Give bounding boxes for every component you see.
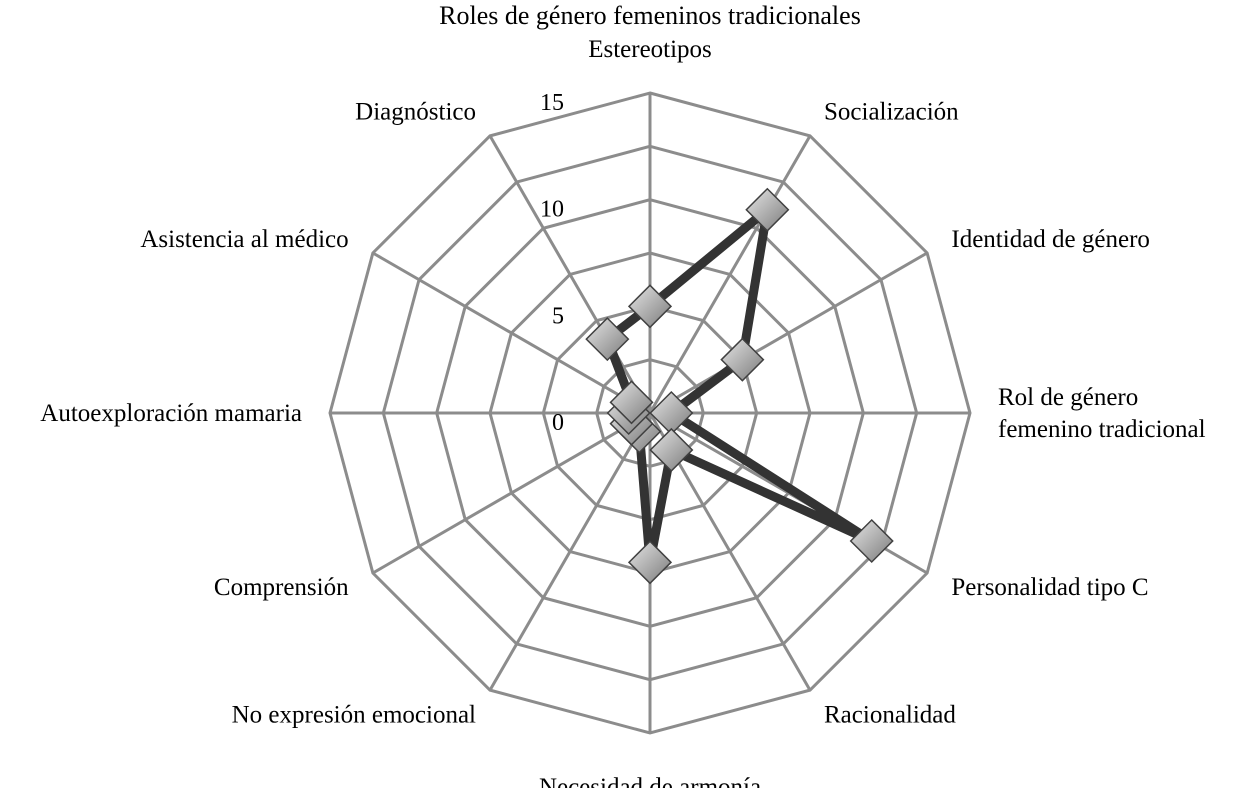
radial-tick-label: 15 xyxy=(540,90,564,116)
grid-spoke xyxy=(372,411,651,575)
data-point-marker xyxy=(720,337,765,382)
series xyxy=(585,187,894,585)
data-point-marker xyxy=(649,427,694,473)
category-label: Socialización xyxy=(824,99,959,126)
category-label: No expresión emocional xyxy=(232,701,476,728)
data-point-marker xyxy=(627,284,673,329)
data-point-marker xyxy=(745,187,790,232)
category-label: Asistencia al médico xyxy=(140,226,348,253)
grid-spoke xyxy=(648,135,812,414)
category-label: Personalidad tipo C xyxy=(951,574,1148,601)
series-line xyxy=(601,198,875,564)
category-label: Necesidad de armonía xyxy=(539,774,761,788)
grid-spoke xyxy=(488,412,652,691)
data-point-marker xyxy=(609,380,654,425)
chart-title: Roles de género femeninos tradicionales xyxy=(439,1,861,30)
grid-spoke xyxy=(488,135,652,414)
data-point-marker xyxy=(627,540,673,585)
category-label: Racionalidad xyxy=(824,701,956,728)
category-label: Estereotipos xyxy=(588,36,712,63)
data-point-marker xyxy=(849,518,894,564)
category-label: Diagnóstico xyxy=(355,99,476,126)
category-label: Comprensión xyxy=(214,574,349,601)
radial-tick-label: 10 xyxy=(540,197,564,223)
category-label: Autoexploración mamaria xyxy=(40,400,302,427)
radial-tick-label: 0 xyxy=(552,410,564,436)
grid-spoke xyxy=(649,251,928,415)
grid-spoke xyxy=(372,251,651,415)
category-label: Identidad de género xyxy=(951,226,1150,253)
radial-tick-labels: 0 5 10 15 xyxy=(540,90,564,436)
data-point-marker xyxy=(585,317,630,362)
radial-tick-label: 5 xyxy=(552,303,564,329)
